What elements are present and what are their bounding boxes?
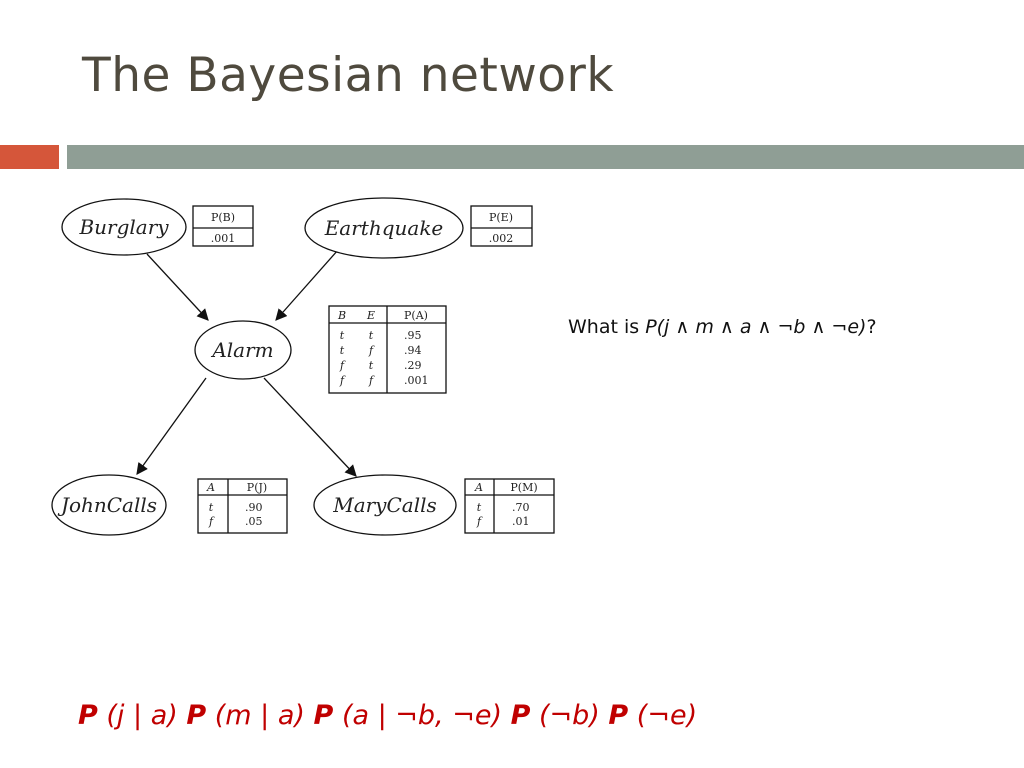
cpt-alarm-row-b: f	[339, 374, 346, 387]
node-marycalls-label: MaryCalls	[332, 493, 437, 517]
cpt-alarm-row-e: f	[368, 344, 375, 357]
formula-p3: P	[313, 700, 334, 731]
question-text: What is P(j ∧ m ∧ a ∧ ¬b ∧ ¬e)?	[568, 316, 877, 338]
cpt-alarm-row-e: t	[369, 359, 374, 372]
cpt-alarm-row-p: .001	[404, 374, 429, 387]
formula-p2: P	[186, 700, 207, 731]
header-bar	[67, 145, 1024, 169]
formula-p5: P	[608, 700, 629, 731]
cpt-alarm-row-e: f	[368, 374, 375, 387]
cpt-alarm-col-e: E	[366, 309, 375, 322]
edge-alarm-marycalls	[263, 377, 357, 477]
formula-p4: P	[510, 700, 531, 731]
question-suffix: ?	[866, 316, 877, 338]
cpt-alarm-row-p: .29	[404, 359, 422, 372]
edge-earthquake-alarm	[275, 249, 339, 321]
cpt-johncalls: A P(J) t .90 f .05	[197, 478, 288, 534]
node-alarm	[194, 320, 292, 380]
accent-bar	[0, 145, 59, 169]
node-earthquake-label: Earthquake	[324, 216, 444, 240]
formula-t4: (¬b)	[538, 700, 600, 731]
question-expression: P(j ∧ m ∧ a ∧ ¬b ∧ ¬e)	[645, 316, 867, 338]
node-earthquake	[304, 197, 464, 259]
cpt-marycalls-row-a: f	[476, 515, 483, 528]
cpt-marycalls-col-p: P(M)	[510, 481, 537, 494]
node-marycalls	[313, 474, 457, 536]
cpt-johncalls-row-p: .90	[245, 501, 263, 514]
cpt-johncalls-row-a: f	[208, 515, 215, 528]
cpt-marycalls-row-p: .70	[512, 501, 530, 514]
cpt-alarm: B E P(A) t t .95 t f .94 f t .29 f f .00…	[328, 305, 447, 394]
cpt-burglary-header: P(B)	[211, 211, 235, 224]
node-burglary-label: Burglary	[78, 215, 169, 239]
cpt-alarm-row-e: t	[369, 329, 374, 342]
slide-title: The Bayesian network	[82, 48, 615, 103]
node-alarm-label: Alarm	[210, 338, 273, 362]
cpt-marycalls-row-p: .01	[512, 515, 530, 528]
cpt-alarm-row-b: f	[339, 359, 346, 372]
cpt-johncalls-row-p: .05	[245, 515, 263, 528]
cpt-burglary: P(B) .001	[192, 205, 254, 247]
cpt-burglary-value: .001	[211, 232, 236, 245]
cpt-johncalls-row-a: t	[209, 501, 214, 514]
answer-formula: P (j | a) P (m | a) P (a | ¬b, ¬e) P (¬b…	[78, 700, 697, 731]
node-johncalls-label: JohnCalls	[57, 493, 157, 517]
cpt-alarm-col-b: B	[337, 309, 346, 322]
formula-t5: (¬e)	[636, 700, 698, 731]
question-prefix: What is	[568, 316, 646, 338]
node-burglary	[61, 198, 187, 256]
formula-t2: (m | a)	[214, 700, 305, 731]
node-johncalls	[51, 474, 167, 536]
cpt-alarm-col-p: P(A)	[404, 309, 428, 322]
cpt-marycalls-col-a: A	[474, 481, 483, 494]
cpt-earthquake-header: P(E)	[489, 211, 513, 224]
cpt-alarm-row-p: .95	[404, 329, 422, 342]
formula-t1: (j | a)	[106, 700, 178, 731]
cpt-johncalls-col-p: P(J)	[247, 481, 267, 494]
formula-t3: (a | ¬b, ¬e)	[341, 700, 502, 731]
cpt-marycalls: A P(M) t .70 f .01	[464, 478, 555, 534]
edge-burglary-alarm	[146, 253, 209, 321]
formula-p1: P	[78, 700, 98, 731]
cpt-marycalls-row-a: t	[477, 501, 482, 514]
cpt-johncalls-col-a: A	[206, 481, 215, 494]
cpt-earthquake-value: .002	[489, 232, 514, 245]
cpt-alarm-row-b: t	[340, 344, 345, 357]
edge-alarm-johncalls	[136, 377, 207, 475]
cpt-alarm-row-p: .94	[404, 344, 422, 357]
cpt-alarm-row-b: t	[340, 329, 345, 342]
cpt-earthquake: P(E) .002	[470, 205, 533, 247]
